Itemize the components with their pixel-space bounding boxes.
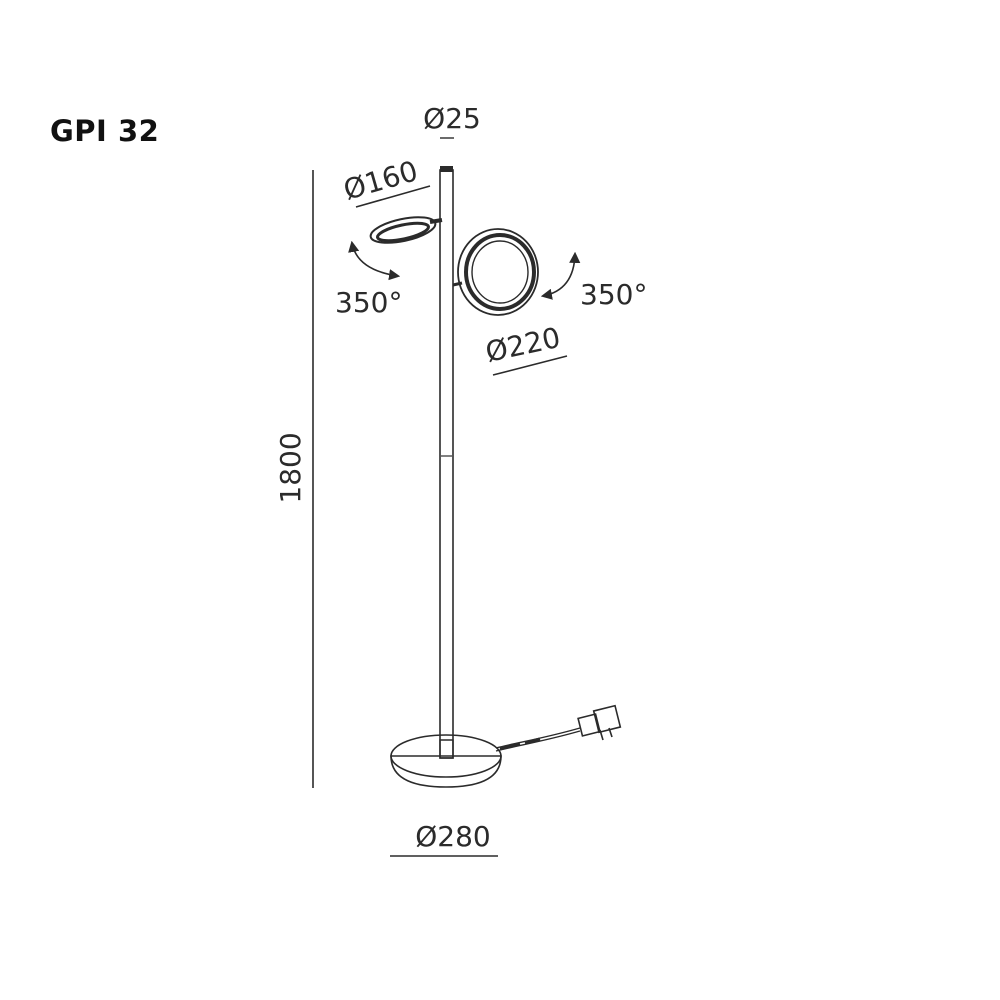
small-head-rotation-label: 350° xyxy=(335,286,402,319)
lamp-pole xyxy=(439,166,454,759)
large-head-rotation-label: 350° xyxy=(580,278,647,311)
large-head-diameter-label: Ø220 xyxy=(483,321,564,369)
small-head-diameter-label: Ø160 xyxy=(340,154,422,207)
large-head-rotation-arrow xyxy=(540,251,581,300)
base-diameter-label: Ø280 xyxy=(415,820,490,853)
large-head-diameter-underline xyxy=(492,355,568,376)
small-lamp-head xyxy=(369,216,443,244)
small-head-rotation-arrow xyxy=(348,240,401,281)
pole-diameter-label: Ø25 xyxy=(423,102,481,135)
large-lamp-head xyxy=(452,228,539,316)
lamp-base xyxy=(390,734,502,788)
small-head-diameter-underline xyxy=(355,185,431,208)
power-cable xyxy=(495,727,581,752)
height-label: 1800 xyxy=(274,432,307,503)
power-plug xyxy=(577,704,622,741)
model-title: GPI 32 xyxy=(50,114,160,148)
